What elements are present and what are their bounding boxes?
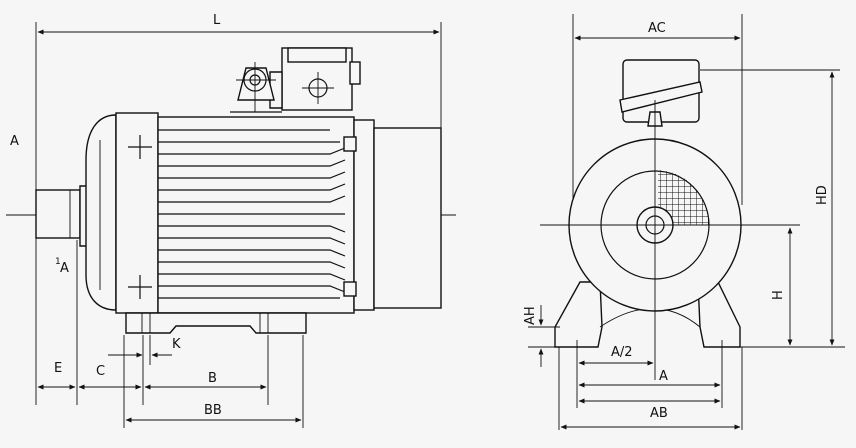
front-view: AC HD H AH	[523, 14, 845, 430]
rear-bolt-bottom	[343, 281, 357, 297]
foot-left	[554, 281, 603, 348]
label-h: H	[771, 290, 786, 300]
label-a-left: A	[10, 134, 19, 149]
label-b: B	[208, 371, 217, 386]
label-a1: A	[60, 261, 69, 276]
label-l: L	[213, 13, 221, 28]
label-bb: BB	[204, 403, 222, 418]
side-view: L	[6, 13, 456, 428]
front-end-shield	[85, 114, 117, 311]
lifting-eye	[230, 62, 282, 113]
frame-bolt-marks	[128, 135, 152, 299]
motor-frame-front	[115, 112, 159, 314]
label-c: C	[96, 364, 105, 379]
label-e: E	[54, 361, 62, 376]
label-a-front: A	[659, 369, 668, 384]
label-ab: AB	[650, 406, 668, 421]
label-a-half: A/2	[611, 345, 633, 360]
label-hd: HD	[815, 185, 830, 205]
label-k: K	[172, 337, 181, 352]
label-a1-prefix: 1	[55, 257, 61, 267]
fan-cover	[373, 127, 442, 309]
label-ah: AH	[523, 306, 538, 325]
rear-bolt-top	[343, 136, 357, 152]
mounting-feet	[125, 312, 307, 334]
fan-grille	[658, 170, 710, 225]
motor-body	[157, 116, 355, 314]
terminal-box-front	[619, 59, 703, 127]
rear-end-shield	[353, 119, 375, 311]
cooling-fins	[158, 129, 346, 299]
label-ac: AC	[648, 21, 666, 36]
terminal-box	[269, 47, 361, 111]
shaft	[35, 189, 81, 239]
